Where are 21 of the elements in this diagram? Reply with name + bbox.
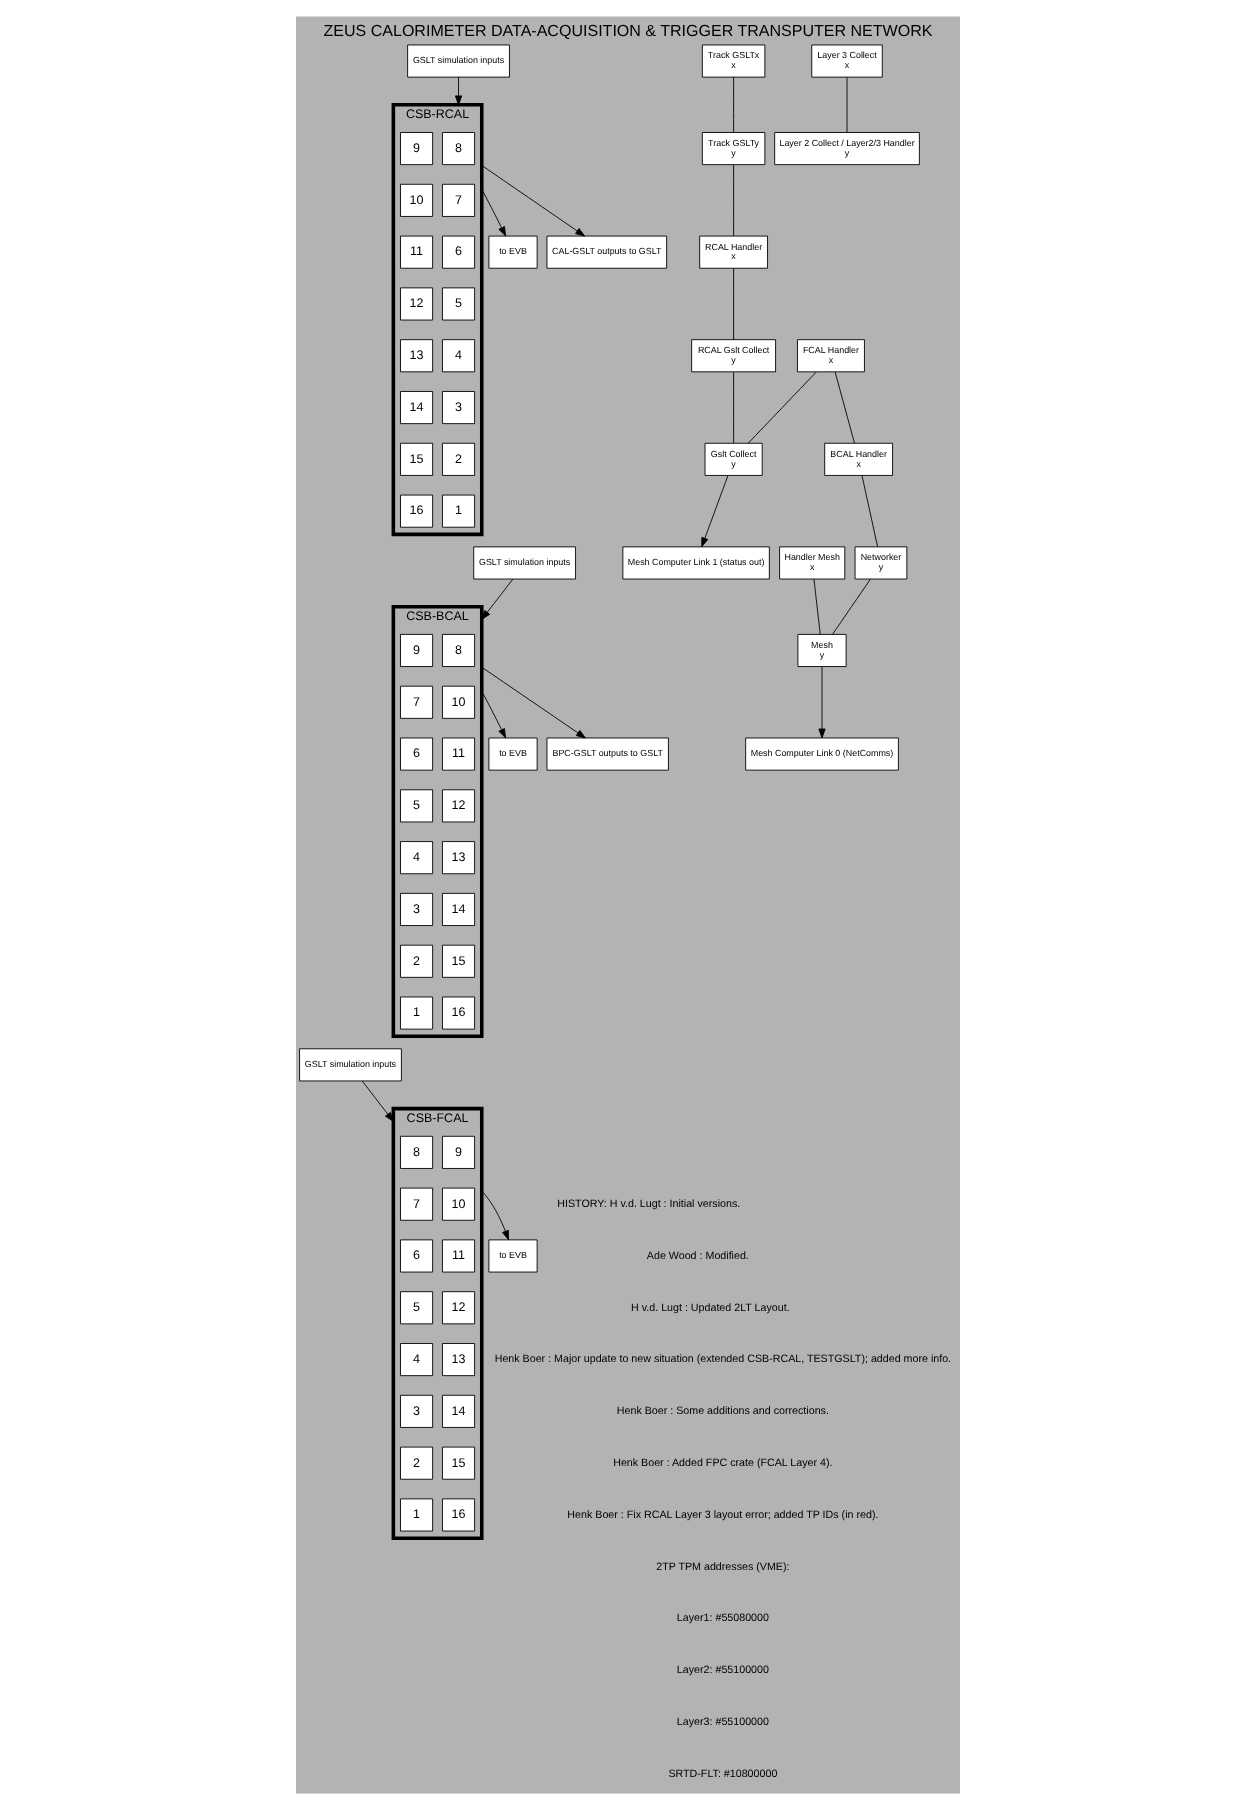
arrow: [700, 475, 728, 548]
connector: [732, 76, 734, 133]
diagram-title: ZEUS CALORIMETER DATA-ACQUISITION & TRIGGER TRANSPUTER NETWORK: [322, 22, 932, 41]
connector: [732, 268, 734, 341]
connector: [812, 578, 820, 635]
arrow: [480, 164, 585, 237]
arrow: [480, 188, 506, 237]
arrow: [817, 666, 825, 739]
connector: [732, 164, 734, 237]
arrow: [360, 1080, 393, 1122]
arrow: [480, 666, 585, 739]
connector: [845, 76, 847, 133]
connector: [831, 578, 870, 635]
arrow: [453, 76, 462, 106]
arrow: [480, 690, 506, 739]
arrow: [480, 1190, 508, 1241]
connector: [860, 475, 878, 548]
connector: [746, 371, 816, 444]
connector: [833, 371, 854, 444]
connector: [732, 371, 734, 444]
arrow: [480, 578, 513, 620]
